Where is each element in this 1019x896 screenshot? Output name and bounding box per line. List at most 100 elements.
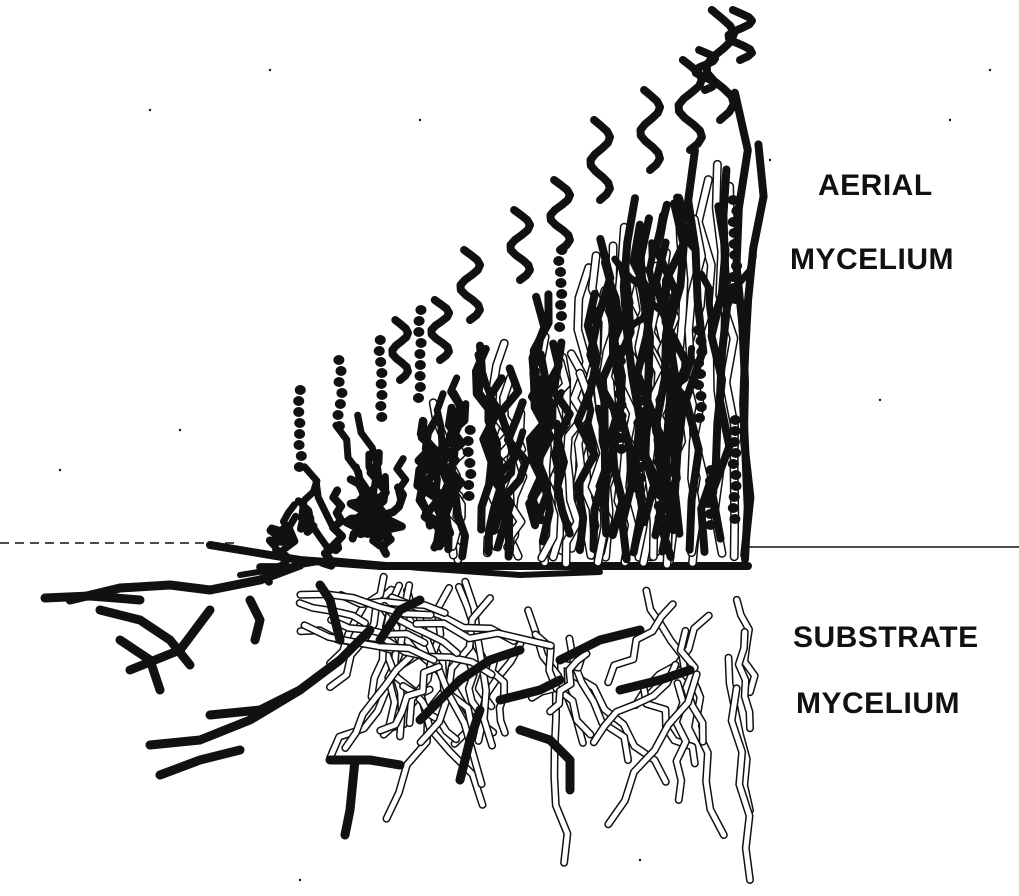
dark-hypha [45, 596, 140, 600]
spore [635, 407, 646, 417]
dark-hypha [431, 300, 449, 360]
spore [703, 498, 714, 508]
spore [336, 388, 347, 398]
spore [728, 283, 739, 293]
spore [375, 357, 386, 367]
spore [555, 267, 566, 277]
spore [335, 399, 346, 409]
spore [413, 327, 424, 337]
spore [656, 446, 667, 456]
spore [693, 380, 704, 390]
spore [633, 418, 644, 428]
spore [729, 514, 740, 524]
spore [693, 325, 704, 335]
spore [333, 355, 344, 365]
spore [696, 402, 707, 412]
spore [729, 239, 740, 249]
spore [695, 391, 706, 401]
speck [59, 469, 61, 471]
dark-hypha [520, 730, 570, 790]
dark-hypha [551, 180, 571, 250]
spore [556, 245, 567, 255]
spore [615, 345, 626, 355]
spore [728, 459, 739, 469]
spore [614, 389, 625, 399]
spore [614, 378, 625, 388]
dark-hypha [461, 250, 481, 320]
spore [636, 429, 647, 439]
spore [728, 195, 739, 205]
spore [653, 457, 664, 467]
spore [414, 316, 425, 326]
spore [294, 418, 305, 428]
spore [555, 300, 566, 310]
speck [949, 119, 951, 121]
spore [541, 386, 552, 396]
spore [413, 393, 424, 403]
spore [614, 422, 625, 432]
spore [728, 217, 739, 227]
spore [730, 470, 741, 480]
speck [149, 109, 151, 111]
spore [464, 458, 475, 468]
spore [636, 440, 647, 450]
dark-hypha [511, 210, 531, 280]
spore [729, 250, 740, 260]
spore [614, 433, 625, 443]
spore [633, 484, 644, 494]
spore [730, 415, 741, 425]
spore [616, 411, 627, 421]
spore [729, 437, 740, 447]
spore [334, 377, 345, 387]
spore [654, 435, 665, 445]
spore [731, 206, 742, 216]
spore [334, 421, 345, 431]
spore [731, 261, 742, 271]
spore [541, 430, 552, 440]
dark-hypha [555, 423, 559, 486]
spore [706, 465, 717, 475]
spore [636, 462, 647, 472]
spore [464, 491, 475, 501]
spore [293, 396, 304, 406]
spore [376, 368, 387, 378]
spore [333, 410, 344, 420]
spore [615, 356, 626, 366]
dark-hypha [330, 760, 400, 765]
spore [635, 473, 646, 483]
speck [269, 69, 271, 71]
spore [538, 375, 549, 385]
spore [731, 481, 742, 491]
spore [613, 367, 624, 377]
spore [294, 462, 305, 472]
spore [616, 444, 627, 454]
spore [696, 347, 707, 357]
speck [299, 879, 301, 881]
dark-hypha [641, 90, 661, 170]
dark-hypha [729, 10, 752, 60]
spore [415, 371, 426, 381]
spore [376, 379, 387, 389]
spore [694, 413, 705, 423]
spore [653, 479, 664, 489]
spore [656, 468, 667, 478]
spore [295, 385, 306, 395]
spore [376, 412, 387, 422]
spore [556, 289, 567, 299]
spore [415, 305, 426, 315]
spore [293, 407, 304, 417]
dark-hypha [649, 243, 653, 299]
spore [415, 360, 426, 370]
spore [374, 346, 385, 356]
spore [695, 336, 706, 346]
spore [616, 400, 627, 410]
spore [375, 335, 386, 345]
spore [728, 503, 739, 513]
dark-hypha [345, 760, 355, 835]
substrate-mycelium-label-line1: SUBSTRATE [793, 623, 979, 653]
spore [463, 480, 474, 490]
spore [416, 338, 427, 348]
spore [375, 401, 386, 411]
spore [539, 408, 550, 418]
speck [179, 429, 181, 431]
